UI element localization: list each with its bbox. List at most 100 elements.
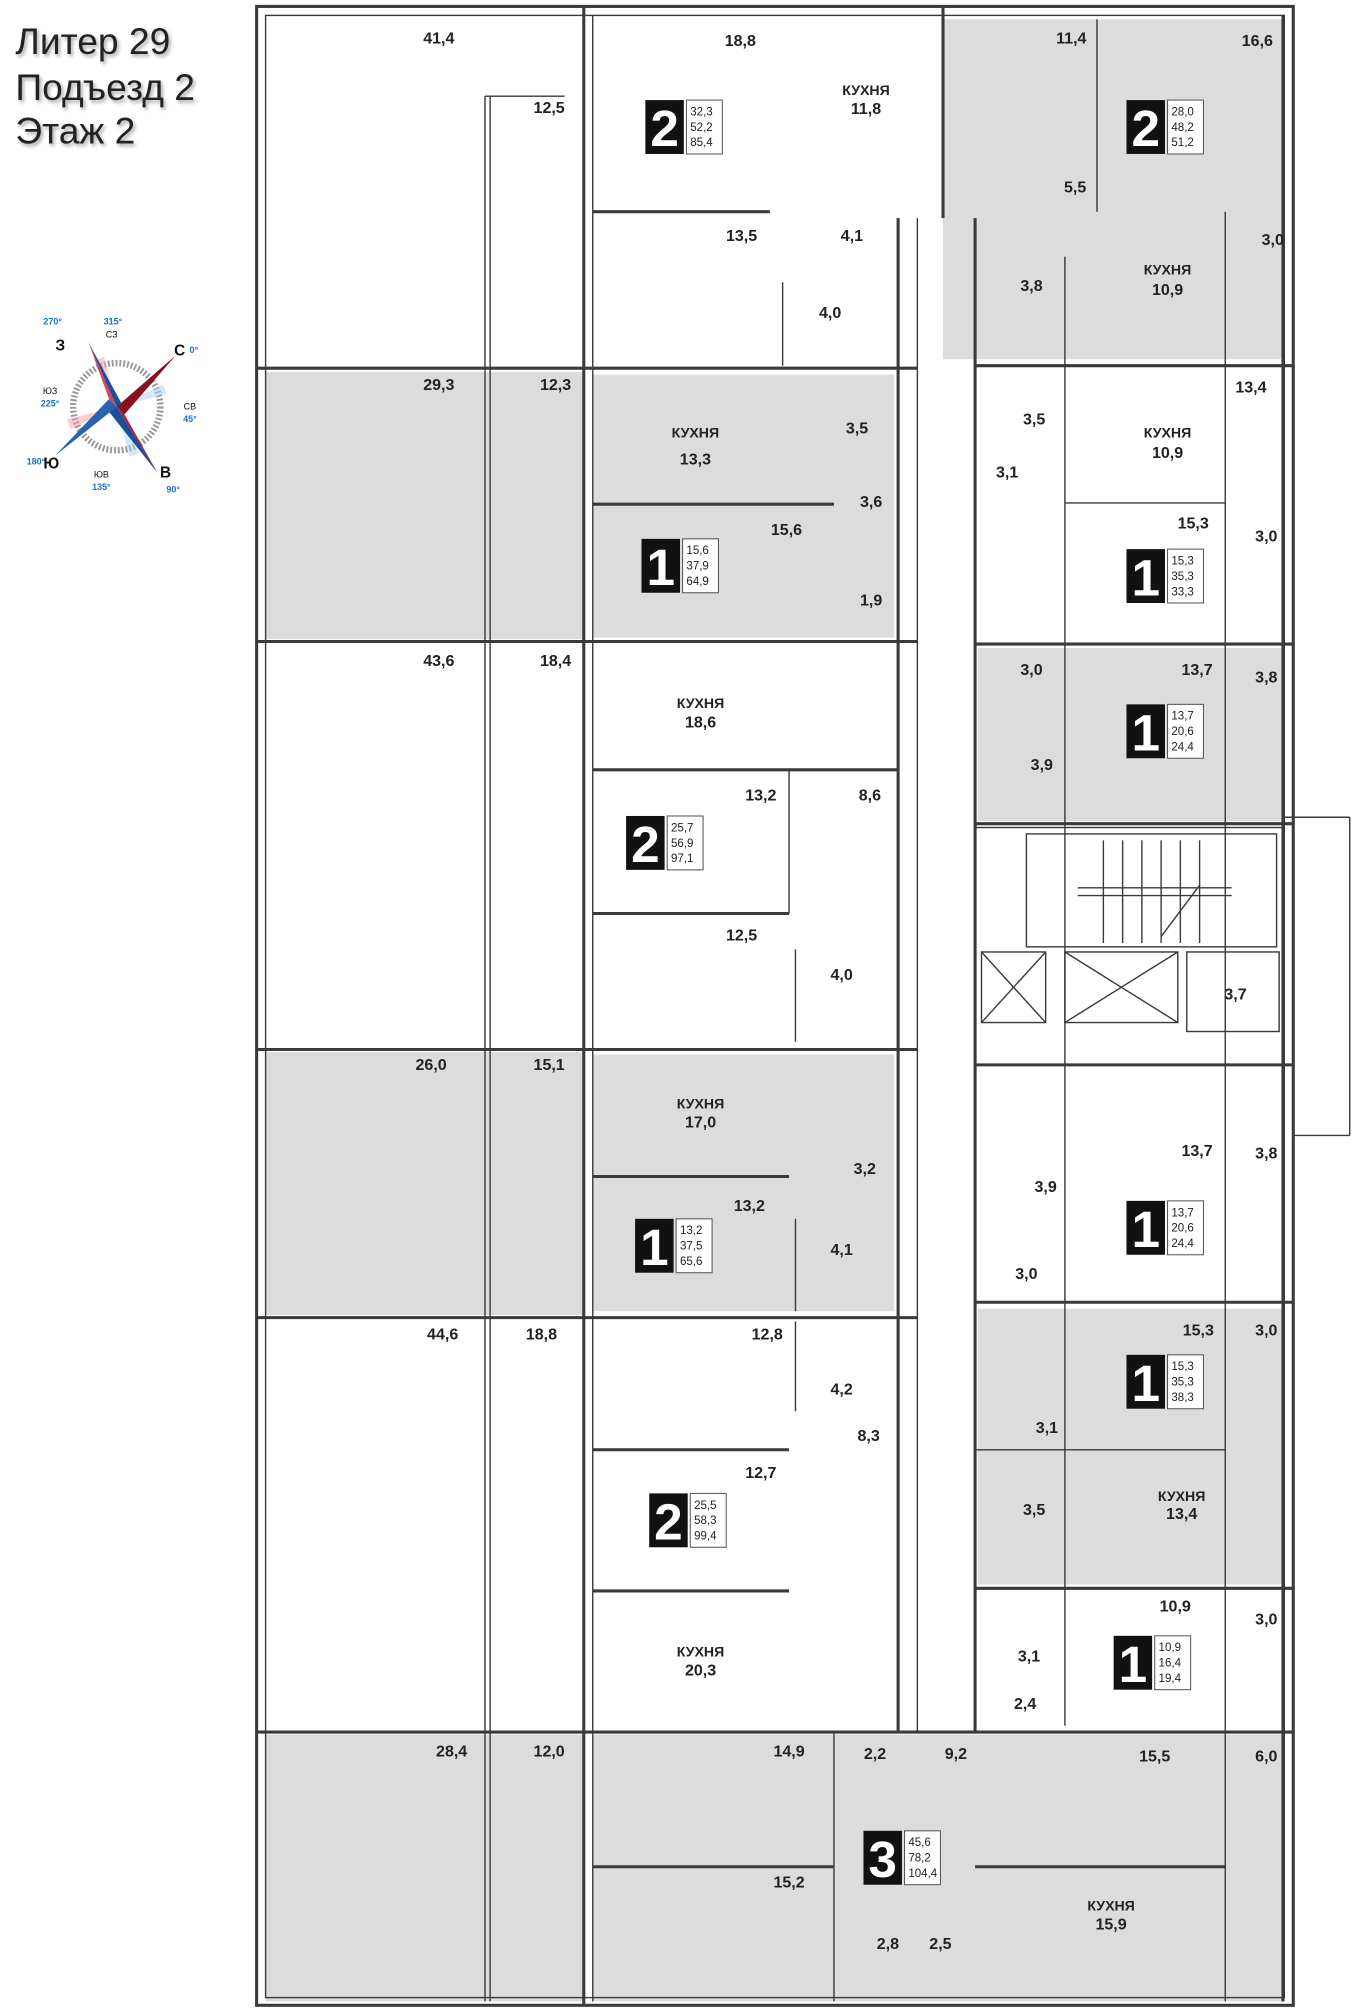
loggia-area: 44,6 [427,1325,458,1343]
stair-hall-area: 3,7 [1224,985,1246,1003]
room-area: 3,0 [1015,1265,1037,1283]
kitchen-label: КУХНЯ [1087,1897,1134,1913]
kitchen-area: 17,0 [685,1114,716,1132]
kitchen-label: КУХНЯ [677,1643,724,1659]
badge-box [1126,1354,1165,1409]
room-area: 3,5 [1023,1501,1045,1519]
room-area: 6,0 [1255,1748,1277,1766]
kitchen-area: 13,3 [680,450,711,468]
living-area: 28,0 [1171,106,1193,118]
liter-title: Литер 29 [15,20,170,62]
badge-box [641,538,680,593]
loggia-area: 41,4 [423,30,454,48]
plan-walls [255,4,1295,2007]
badge-box [1126,549,1165,604]
area-box [685,99,723,155]
room-area: 3,5 [846,420,868,438]
room-area: 15,3 [1183,1322,1214,1340]
kitchen-label: КУХНЯ [677,695,724,711]
area-box [1167,99,1204,155]
full-area: 51,2 [1171,137,1193,149]
full-area: 64,9 [686,576,708,588]
room-area: 13,2 [745,787,776,805]
room-area: 3,2 [854,1160,876,1178]
room-area: 2,4 [1014,1695,1036,1713]
full-area: 24,4 [1171,1238,1194,1250]
kitchen-area: 18,6 [685,713,716,731]
total-area: 20,6 [1171,1223,1193,1235]
kitchen-area: 11,8 [851,100,881,118]
room-area: 4,0 [831,966,853,984]
room-area: 16,6 [1242,32,1273,50]
kitchen-area: 20,3 [685,1662,716,1680]
total-area: 56,9 [671,838,693,850]
area-box [1154,1635,1192,1691]
room-area: 4,0 [819,304,841,322]
room-area: 3,1 [996,463,1018,481]
room-area: 15,3 [1178,515,1209,533]
badge-box [1126,1200,1165,1255]
compass-southwest-label: ЮЗ [43,386,57,396]
room-area: 13,4 [1235,379,1266,397]
compass-south-degrees: 180° [27,456,46,466]
badge-box [1126,100,1165,154]
compass-north-degrees: 0° [189,345,198,355]
compass-west-degrees: 270° [43,317,62,327]
kitchen-label: КУХНЯ [1144,262,1191,278]
area-box [1167,1200,1204,1256]
kitchen-label: КУХНЯ [672,424,719,440]
badge-box [1113,1635,1153,1690]
compass-southeast-degrees: 135° [92,482,111,492]
total-area: 52,2 [690,122,712,134]
room-area: 15,5 [1139,1748,1170,1766]
elevator-small-icon [980,951,1047,1024]
compass-northwest-degrees: 315° [104,317,123,327]
full-area: 99,4 [694,1531,717,1543]
living-area: 15,6 [686,545,708,557]
total-area: 20,6 [1171,726,1193,738]
room-area: 3,1 [1018,1647,1040,1665]
room-area: 3,8 [1020,277,1042,295]
room-area: 13,5 [726,227,757,245]
room-area: 3,0 [1020,661,1042,679]
room-area: 13,7 [1181,661,1212,679]
full-area: 97,1 [671,853,693,865]
room-area: 13,7 [1181,1142,1212,1160]
room-area: 8,6 [859,787,881,805]
room-area: 3,0 [1255,1322,1277,1340]
compass-southeast-label: ЮВ [94,469,109,479]
room-area: 3,0 [1262,231,1284,249]
rooms-count: 1 [1131,549,1160,606]
rooms-count: 2 [631,816,660,873]
loggia-area: 29,3 [423,376,454,394]
entrance-title: Подъезд 2 [15,66,195,108]
room-area: 3,5 [1023,411,1045,429]
compass-northeast-degrees: 45° [183,414,197,424]
area-box [666,815,704,871]
living-area: 32,3 [690,106,712,118]
room-area: 4,1 [831,1241,853,1259]
room-area: 12,5 [726,926,757,944]
room-area: 12,7 [745,1464,776,1482]
rooms-count: 1 [1131,1355,1160,1412]
living-area: 25,5 [694,1500,716,1512]
room-area: 13,2 [734,1197,765,1215]
stairwell [974,816,1351,1137]
living-area: 10,9 [1159,1642,1181,1654]
compass-northeast-label: СВ [184,401,196,411]
kitchen-label: КУХНЯ [842,82,889,98]
room-area: 3,1 [1036,1419,1058,1437]
room-area: 3,0 [1255,527,1277,545]
room-area: 18,8 [725,32,756,50]
total-area: 35,3 [1171,571,1193,583]
room-area: 15,6 [771,521,802,539]
compass-south-label: Ю [43,455,59,472]
loggia-area: 28,4 [436,1742,467,1760]
total-area: 16,4 [1159,1658,1182,1670]
room-area: 8,3 [857,1427,879,1445]
room-area: 3,8 [1255,1145,1277,1163]
compass-rose-icon: С 0° СВ 45° В 90° ЮВ 135° Ю 180° ЮЗ 225°… [27,317,199,495]
